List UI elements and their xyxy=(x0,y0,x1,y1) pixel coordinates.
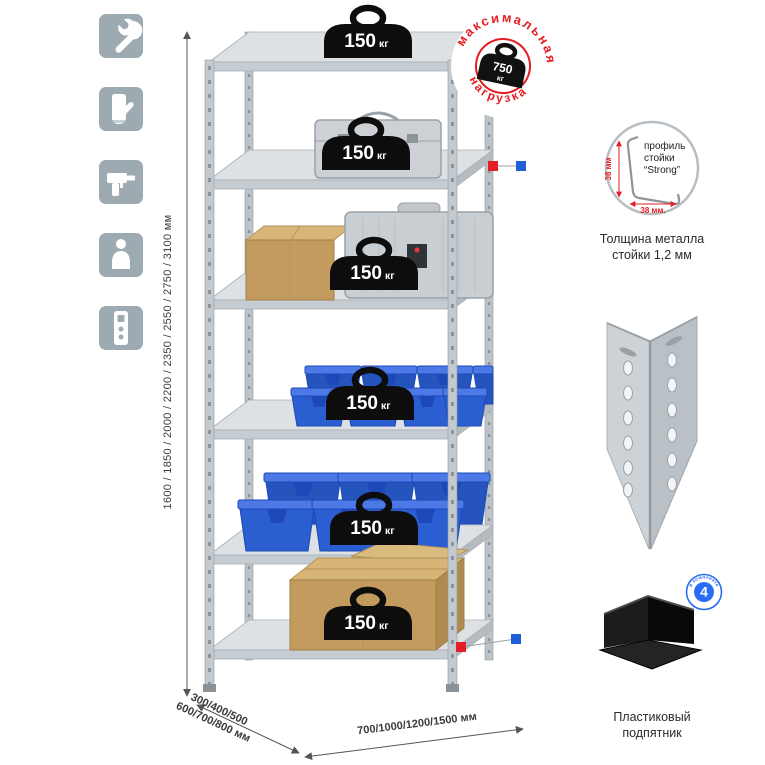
svg-text:кг: кг xyxy=(385,270,395,282)
svg-text:38 мм: 38 мм xyxy=(604,157,613,180)
svg-text:750: 750 xyxy=(491,59,514,77)
person-icon xyxy=(112,239,130,269)
svg-text:150: 150 xyxy=(346,393,378,414)
weight-badge-1: 150 кг xyxy=(324,4,412,58)
svg-text:кг: кг xyxy=(496,73,505,83)
svg-text:стойки: стойки xyxy=(644,153,675,164)
svg-text:150: 150 xyxy=(344,613,376,634)
svg-text:кг: кг xyxy=(379,620,389,632)
gloves-icon xyxy=(111,94,134,124)
rear-left-post xyxy=(244,31,254,661)
svg-text:150: 150 xyxy=(350,263,382,284)
feature-level xyxy=(99,306,143,350)
weight-badge-6: 150 кг xyxy=(324,586,412,640)
count-badge: в комплекте 4 xyxy=(685,573,723,611)
svg-text:150: 150 xyxy=(344,31,376,52)
svg-text:“Strong”: “Strong” xyxy=(644,165,680,176)
level-icon xyxy=(114,311,128,345)
svg-text:кг: кг xyxy=(377,150,387,162)
profile-caption: Толщина металла стойки 1,2 мм xyxy=(599,232,705,263)
max-load-stamp: максимальная нагрузка 750 кг xyxy=(451,0,568,118)
svg-text:профиль: профиль xyxy=(644,140,685,152)
front-left-foot xyxy=(203,684,216,692)
svg-text:кг: кг xyxy=(385,525,395,537)
svg-text:150: 150 xyxy=(342,143,374,164)
drill-icon xyxy=(107,173,135,196)
blue-marker xyxy=(511,634,521,644)
weight-badge-5: 150 кг xyxy=(330,491,418,545)
weight-badge-2: 150 кг xyxy=(322,116,410,170)
plastic-foot xyxy=(598,594,703,670)
red-marker xyxy=(456,642,466,652)
perforated-post xyxy=(606,316,698,550)
feature-gloves xyxy=(99,87,143,131)
profile-detail: 38 мм 38 мм. профиль стойки “Strong” xyxy=(604,120,700,216)
rear-right-post xyxy=(484,31,494,661)
blue-marker xyxy=(516,161,526,171)
svg-text:4: 4 xyxy=(700,584,708,600)
height-dimension-label: 1600 / 1850 / 2000 / 2200 / 2350 / 2550 … xyxy=(162,214,174,510)
depth-dimension-line xyxy=(196,704,300,754)
feature-wrench xyxy=(99,14,143,58)
feature-person xyxy=(99,233,143,277)
front-right-foot xyxy=(446,684,459,692)
foot-caption: Пластиковый подпятник xyxy=(613,710,691,741)
red-marker xyxy=(488,161,498,171)
width-dimension-line xyxy=(304,725,524,761)
feature-drill xyxy=(99,160,143,204)
svg-text:150: 150 xyxy=(350,518,382,539)
svg-text:кг: кг xyxy=(379,38,389,50)
svg-text:38 мм.: 38 мм. xyxy=(640,206,665,215)
svg-text:кг: кг xyxy=(381,400,391,412)
weight-badge-4: 150 кг xyxy=(326,366,414,420)
wrench-icon xyxy=(115,18,143,53)
profile-cross-section xyxy=(626,135,681,206)
detail-markers-top xyxy=(488,161,526,171)
detail-markers-bottom xyxy=(456,634,521,652)
cardboard-box-small xyxy=(244,225,354,301)
weight-badge-3: 150 кг xyxy=(330,236,418,290)
